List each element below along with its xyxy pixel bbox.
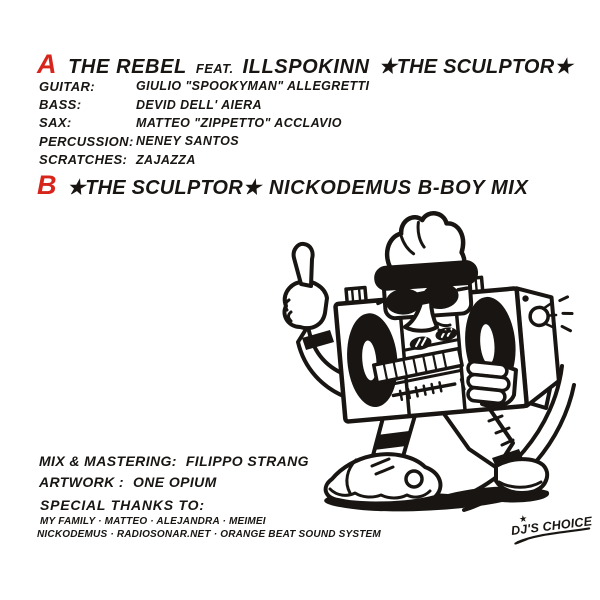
side-a-label: A — [37, 49, 58, 79]
thanks-line: MY FAMILY · MATTEO · ALEJANDRA · MEIMEI — [40, 516, 266, 527]
nose — [403, 299, 452, 334]
side-b-label: B — [37, 170, 58, 200]
artwork-row: ARTWORK : ONE OPIUM — [39, 472, 309, 493]
thanks-line: NICKODEMUS · RADIOSONAR.NET · ORANGE BEA… — [37, 529, 381, 540]
credit-role: SCRATCHES: — [39, 152, 128, 168]
credit-row-percussion: PERCUSSION: NENEY SANTOS — [39, 132, 369, 150]
production-name: FILIPPO STRANG — [185, 453, 309, 470]
side-a-track-title: THE REBEL — [68, 56, 187, 78]
side-a-credits: GUITAR: GIULIO "SPOOKYMAN" ALLEGRETTI BA… — [39, 77, 369, 169]
side-b-track-name: ★THE SCULPTOR★ — [67, 177, 261, 199]
credit-role: SAX: — [39, 115, 72, 131]
credit-row-bass: BASS: DEVID DELL' AIERA — [39, 95, 369, 113]
credit-role: PERCUSSION: — [39, 133, 134, 149]
production-credits: MIX & MASTERING: FILIPPO STRANG ARTWORK … — [39, 451, 309, 492]
credit-name: MATTEO "ZIPPETTO" ACCLAVIO — [136, 115, 342, 130]
side-b-title-line: B ★THE SCULPTOR★ NICKODEMUS B-BOY MIX — [37, 172, 528, 200]
thanks-heading: SPECIAL THANKS TO: — [40, 497, 205, 513]
credit-role: BASS: — [39, 97, 82, 113]
production-role: MIX & MASTERING: — [39, 453, 177, 470]
gripping-hand — [466, 359, 518, 409]
knob-motion-lines — [558, 295, 574, 333]
cap-brim — [374, 260, 479, 291]
stitch-strip — [391, 376, 473, 401]
side-a-track-name: ★THE SCULPTOR★ — [378, 56, 573, 78]
front-leg — [323, 410, 443, 506]
side-a-feat-label: FEAT. — [195, 61, 234, 76]
side-b-mix-title: NICKODEMUS B-BOY MIX — [268, 177, 529, 199]
credit-name: GIULIO "SPOOKYMAN" ALLEGRETTI — [136, 79, 370, 94]
credit-row-scratches: SCRATCHES: ZAJAZZA — [39, 151, 369, 169]
character-head — [374, 211, 479, 321]
boombox-character-illustration — [282, 211, 576, 512]
production-role: ARTWORK : — [39, 473, 124, 490]
mix-mastering-row: MIX & MASTERING: FILIPPO STRANG — [39, 451, 309, 472]
back-leg — [440, 403, 550, 495]
logo-underline-swoosh — [514, 527, 591, 545]
credit-role: GUITAR: — [39, 78, 95, 94]
credit-row-guitar: GUITAR: GIULIO "SPOOKYMAN" ALLEGRETTI — [39, 77, 369, 95]
teeth-grille — [371, 346, 464, 389]
credit-name: DEVID DELL' AIERA — [136, 97, 262, 112]
side-a-title-line: A THE REBEL FEAT. ILLSPOKINN ★THE SCULPT… — [37, 51, 572, 79]
side-a-artist: ILLSPOKINN — [242, 56, 370, 78]
production-name: ONE OPIUM — [133, 473, 217, 490]
credit-row-sax: SAX: MATTEO "ZIPPETTO" ACCLAVIO — [39, 114, 369, 132]
star-icon: ★ — [518, 514, 528, 524]
credit-name: ZAJAZZA — [136, 152, 196, 167]
credit-name: NENEY SANTOS — [136, 134, 239, 149]
djs-choice-logo: ★ DJ'S CHOICE — [507, 514, 597, 546]
